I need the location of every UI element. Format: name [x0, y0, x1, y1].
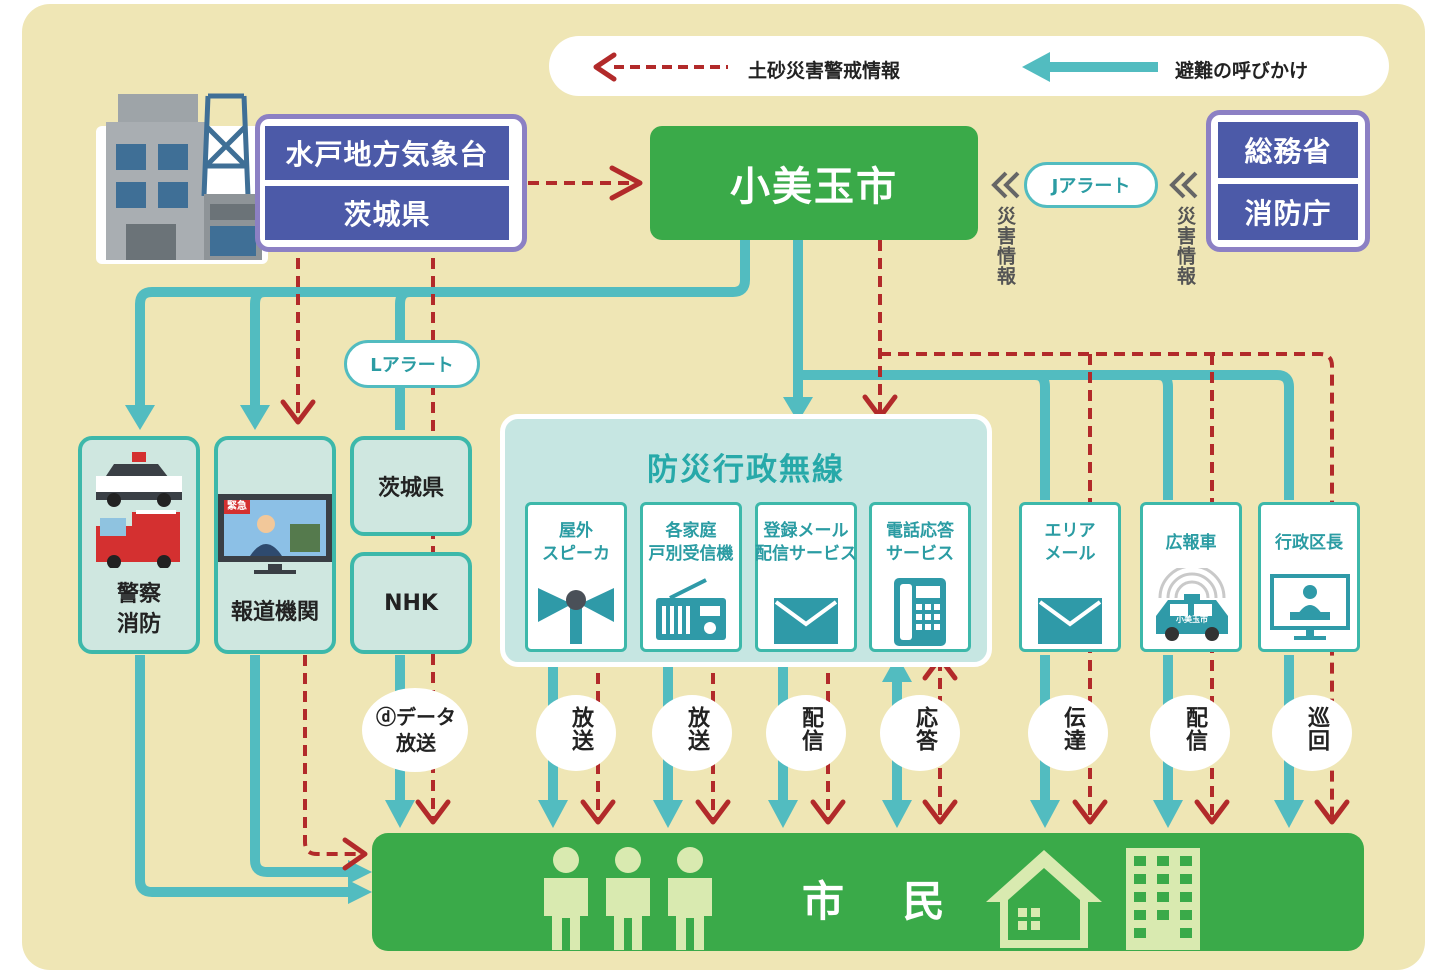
- pr-car-text: 小美玉市: [1176, 615, 1208, 624]
- data-broadcast-mark: ⓓ: [376, 705, 396, 729]
- nhk-box: NHK: [350, 552, 472, 654]
- observatory-label: 水戸地方気象台: [265, 126, 509, 180]
- media-label: 報道機関: [230, 600, 319, 625]
- jalert-badge: Jアラート: [1024, 162, 1158, 208]
- action-label-area-mail: 伝達: [1060, 706, 1085, 752]
- action-bubble-0: [536, 695, 616, 771]
- outside-pr-car-label: 広報車: [1165, 533, 1217, 553]
- action-label-speaker: 放送: [568, 706, 593, 752]
- fire-agency-label: 消防庁: [1218, 184, 1358, 240]
- action-bubble-6: [1272, 695, 1352, 771]
- teal-line-area: [1034, 370, 1050, 500]
- action-label-receiver: 放送: [684, 706, 709, 752]
- data-broadcast-label: ⓓデータ 放送: [366, 704, 466, 756]
- legend-warning-label: 土砂災害警戒情報: [748, 60, 901, 82]
- people-icon: [544, 847, 712, 950]
- outdoor-speaker-icon: [538, 588, 614, 644]
- action-bubble-1: [652, 695, 732, 771]
- data-broadcast-line1: データ: [396, 705, 456, 729]
- teal-line-media-down: [250, 655, 350, 877]
- nhk-box-label: NHK: [384, 590, 438, 616]
- observatory-building-icon: [96, 93, 268, 264]
- prefecture-source-label: 茨城県: [265, 186, 509, 240]
- action-label-district-head: 巡回: [1304, 706, 1329, 752]
- action-bubble-2: [766, 695, 846, 771]
- office-building-icon: [1126, 848, 1200, 950]
- device-home-receiver-label: 各家庭 戸別受信機: [648, 521, 734, 564]
- data-broadcast-bubble: [362, 688, 468, 772]
- police-fire-label: 警察 消防: [116, 582, 161, 637]
- device-outdoor-speaker: [525, 502, 627, 652]
- data-broadcast-line2: 放送: [396, 731, 436, 755]
- prefecture-box-label: 茨城県: [377, 476, 444, 501]
- disaster-info-label-left: 災害情報: [994, 206, 1016, 286]
- lalert-badge: Lアラート: [344, 340, 480, 388]
- legend: [549, 36, 1389, 96]
- action-bubble-3: [880, 695, 960, 771]
- action-label-phone: 応答: [912, 706, 937, 752]
- outside-area-mail-label: エリア メール: [1044, 521, 1096, 564]
- police-car-fire-truck-icon: [96, 452, 182, 568]
- house-icon: [986, 850, 1102, 948]
- tv-news-icon: [218, 494, 332, 574]
- citizens-label: 市 民: [802, 877, 967, 926]
- jalert-chevrons-left-icon: [991, 171, 1020, 199]
- device-email-service-label: 登録メール 配信サービス: [755, 521, 857, 564]
- device-outdoor-speaker-label: 屋外 スピーカ: [542, 521, 610, 564]
- teal-line-lalert: [395, 287, 411, 430]
- device-phone-service-label: 電話応答 サービス: [886, 521, 954, 564]
- pr-car-icon: [1156, 568, 1228, 641]
- city-node: 小美玉市: [650, 126, 978, 240]
- teal-line-right-bus: [798, 370, 1294, 500]
- ministry-label: 総務省: [1218, 122, 1358, 178]
- mail-envelope-icon: [774, 598, 838, 644]
- radio-receiver-icon: [656, 578, 726, 640]
- telephone-icon: [894, 578, 946, 646]
- legend-dashed-arrow-icon: [593, 52, 728, 82]
- panel-title: 防災行政無線: [647, 452, 845, 488]
- action-bubble-4: [1028, 695, 1108, 771]
- teal-line-city-left: [135, 240, 750, 410]
- legend-evacuation-label: 避難の呼びかけ: [1175, 60, 1309, 82]
- teal-line-car: [1157, 370, 1173, 500]
- prefecture-box: 茨城県: [350, 436, 472, 536]
- legend-teal-arrow-icon: [1022, 52, 1158, 82]
- teal-line-police-down: [135, 655, 350, 897]
- area-mail-envelope-icon: [1038, 598, 1102, 644]
- disaster-info-label-right: 災害情報: [1174, 206, 1196, 286]
- teal-line-media: [250, 287, 266, 410]
- action-label-email: 配信: [798, 706, 823, 752]
- tv-urgent-badge: 緊急: [227, 501, 247, 512]
- district-head-speaker-icon: [1270, 574, 1350, 640]
- action-label-pr-car: 配信: [1182, 706, 1207, 752]
- jalert-chevrons-right-icon: [1169, 171, 1198, 199]
- outside-district-head-label: 行政区長: [1275, 533, 1343, 553]
- action-bubble-5: [1150, 695, 1230, 771]
